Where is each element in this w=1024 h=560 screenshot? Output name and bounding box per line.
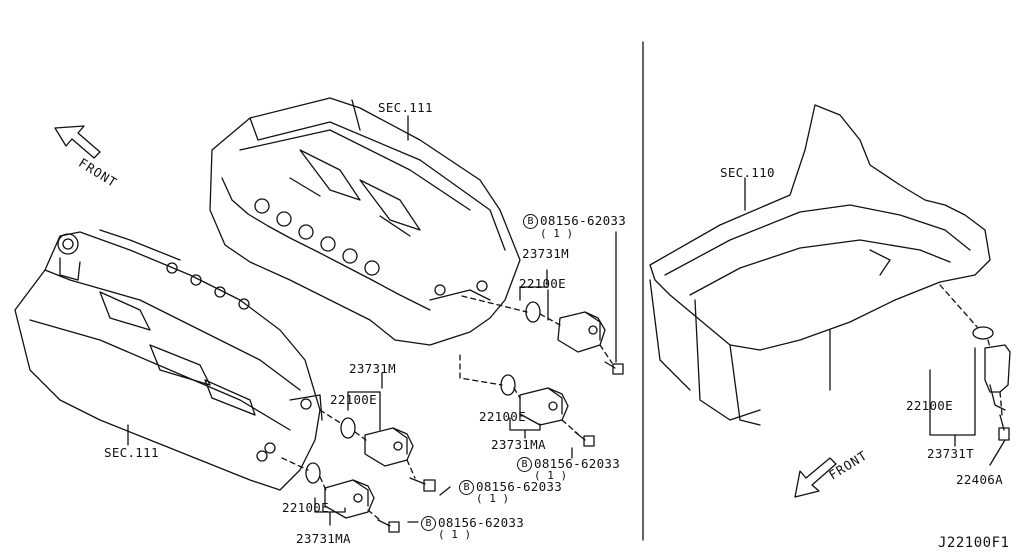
bolt-top-icon (604, 361, 624, 375)
bolt-marker-mid: B (459, 480, 474, 495)
o-ring-bottom (305, 462, 321, 484)
cylinder-head-upper (209, 97, 521, 346)
solenoid-valve-top (557, 311, 606, 353)
bolt-right-icon (998, 414, 1010, 441)
bolt-bottom-icon (377, 519, 400, 533)
label-22100e-bottom: 22100E (282, 500, 329, 515)
o-ring-top (525, 301, 541, 323)
diagram-code: J22100F1 (938, 535, 1010, 551)
qty-mid-right: ( 1 ) (534, 469, 568, 482)
label-22100e-top: 22100E (519, 276, 566, 291)
o-ring-left (340, 417, 356, 439)
bolt-marker-top: B (523, 214, 538, 229)
front-arrow-left-icon (54, 125, 101, 159)
label-sec111-top: SEC.111 (378, 100, 433, 115)
o-ring-right (972, 326, 994, 340)
dashed-leaders (281, 284, 1003, 521)
qty-top: ( 1 ) (540, 227, 574, 240)
solenoid-valve-bottom (324, 479, 375, 519)
solenoid-valve-left (364, 427, 414, 467)
o-ring-mid (500, 374, 516, 396)
label-bolt-top: 08156-62033 (540, 213, 627, 228)
oil-pan (649, 104, 991, 426)
bolt-marker-bottom: B (421, 516, 436, 531)
label-sec110: SEC.110 (720, 165, 775, 180)
label-bolt-bottom: 08156-62033 (438, 515, 525, 530)
label-23731m-top: 23731M (522, 246, 569, 261)
label-22406a: 22406A (956, 472, 1003, 487)
label-23731ma-bottom: 23731MA (296, 531, 351, 546)
qty-mid: ( 1 ) (476, 492, 510, 505)
cylinder-head-lower (14, 229, 323, 491)
solenoid-valve-mid (519, 387, 569, 426)
label-bolt-mid: 08156-62033 (476, 479, 563, 494)
label-22100e-left: 22100E (330, 392, 377, 407)
label-22100e-mid: 22100E (479, 409, 526, 424)
bolt-left-icon (409, 477, 436, 492)
label-23731t: 23731T (927, 446, 974, 461)
label-23731ma-mid: 23731MA (491, 437, 546, 452)
front-arrow-right-icon (794, 457, 837, 498)
label-22100e-right: 22100E (906, 398, 953, 413)
bolt-marker-mid-right: B (517, 457, 532, 472)
label-sec111-left: SEC.111 (104, 445, 159, 460)
crank-position-sensor (984, 344, 1011, 411)
label-bolt-mid-right: 08156-62033 (534, 456, 621, 471)
label-23731m-left: 23731M (349, 361, 396, 376)
qty-bottom: ( 1 ) (438, 528, 472, 541)
